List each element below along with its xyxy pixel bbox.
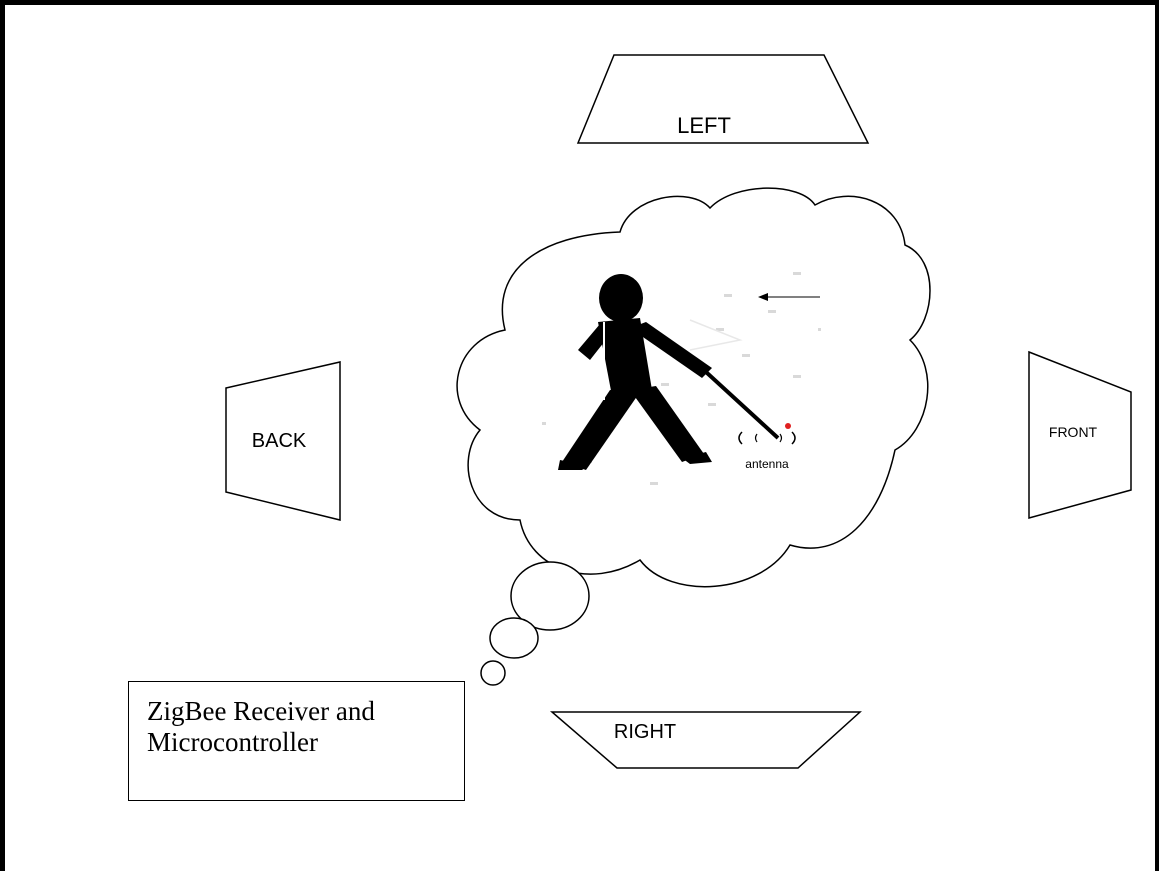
antenna-dot <box>785 423 791 429</box>
antenna-label: antenna <box>745 457 789 471</box>
thought-cloud <box>456 187 931 686</box>
left-sensor-label: LEFT <box>677 113 731 138</box>
thought-bubble-medium <box>489 617 539 659</box>
right-sensor-label: RIGHT <box>614 721 676 743</box>
back-sensor-shape <box>225 361 341 521</box>
right-sensor: RIGHT <box>549 711 862 769</box>
faint-lines <box>689 319 743 351</box>
receiver-box-line2: Microcontroller <box>147 727 318 757</box>
receiver-box-line1: ZigBee Receiver and <box>147 696 375 726</box>
back-sensor-label: BACK <box>252 430 307 452</box>
cloud-outline <box>456 187 931 588</box>
blind-person-with-cane-icon <box>558 274 796 470</box>
front-sensor-label: FRONT <box>1049 424 1098 440</box>
left-sensor-shape <box>576 54 870 144</box>
front-sensor: FRONT <box>1028 350 1132 519</box>
thought-bubble-small <box>480 660 506 686</box>
receiver-box: ZigBee Receiver and Microcontroller <box>128 681 465 801</box>
right-sensor-shape <box>549 711 862 769</box>
back-sensor: BACK <box>225 361 341 521</box>
left-sensor: LEFT <box>576 54 870 144</box>
signal-arrow <box>758 293 820 301</box>
thought-bubble-large <box>510 561 590 631</box>
front-sensor-shape <box>1028 350 1132 519</box>
